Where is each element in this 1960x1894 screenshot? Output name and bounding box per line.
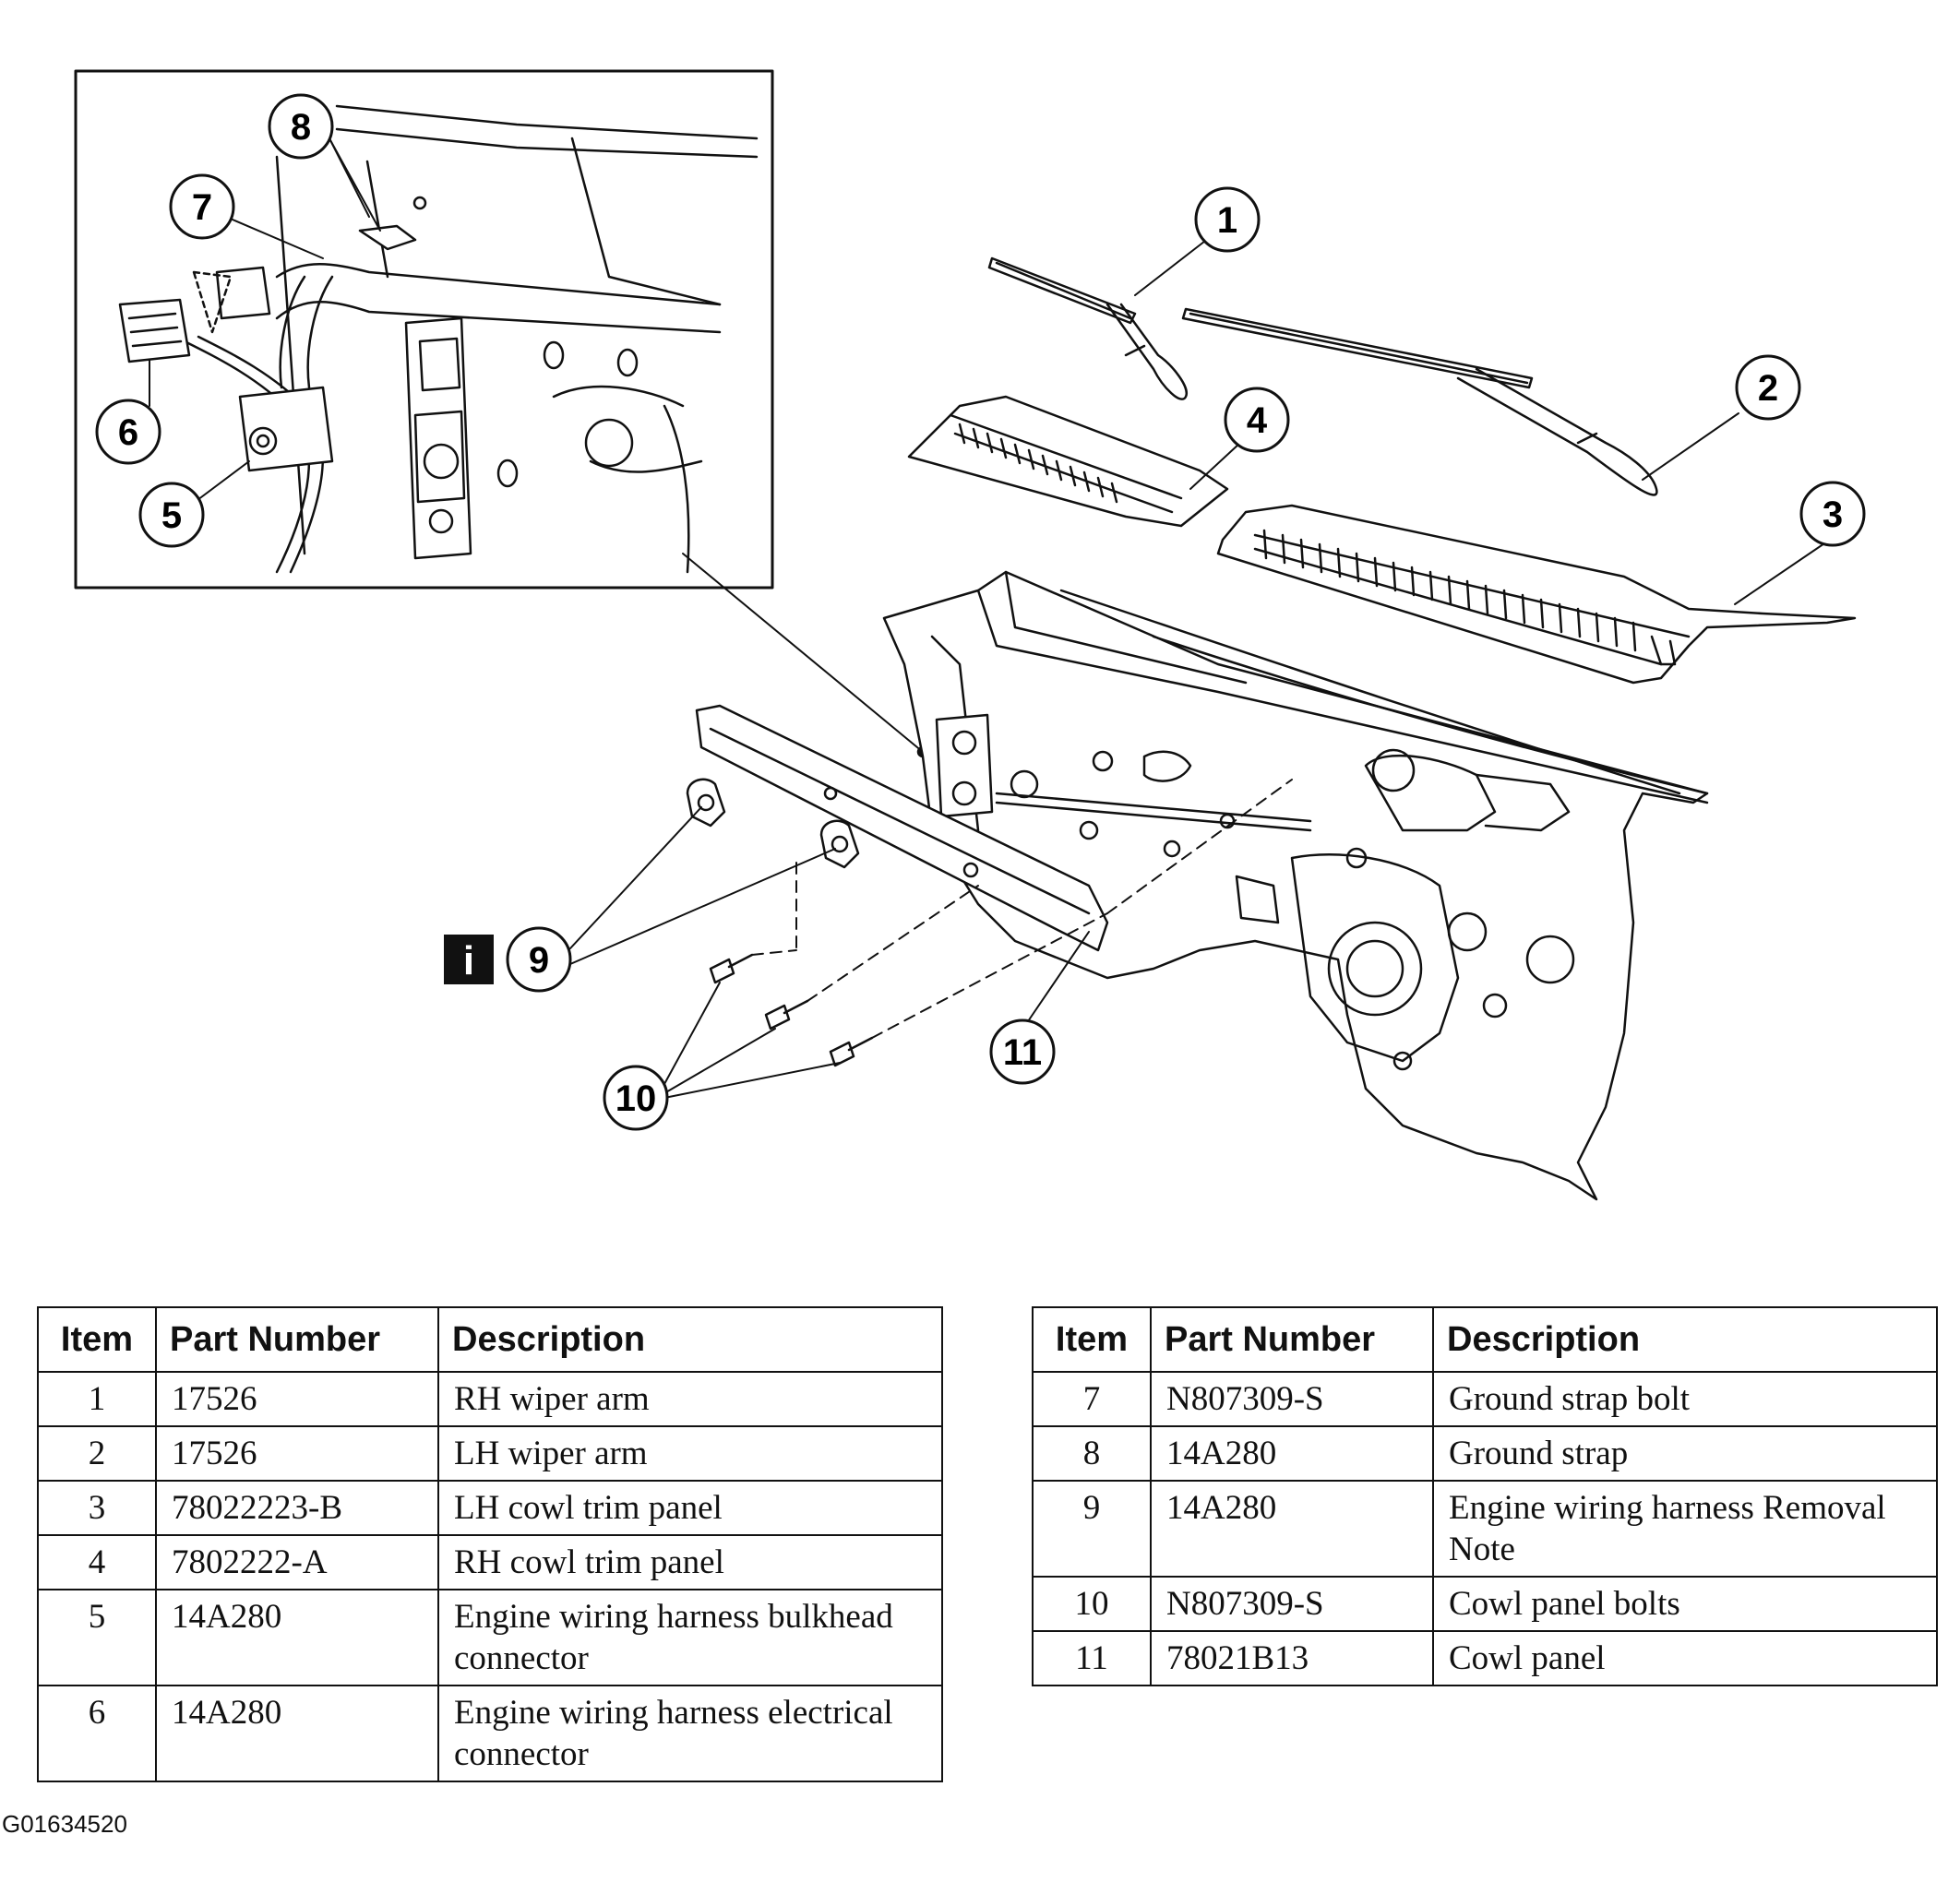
cell-description: LH cowl trim panel xyxy=(437,1480,943,1536)
cell-description: LH wiper arm xyxy=(437,1425,943,1482)
callout-label: 5 xyxy=(161,495,182,536)
header-part-number: Part Number xyxy=(155,1306,439,1373)
cell-item: 10 xyxy=(1032,1576,1152,1632)
cell-part-number: 14A280 xyxy=(1150,1480,1434,1578)
cell-part-number: 17526 xyxy=(155,1425,439,1482)
cell-part-number: 17526 xyxy=(155,1371,439,1427)
cell-description: RH cowl trim panel xyxy=(437,1534,943,1590)
header-description: Description xyxy=(1432,1306,1938,1373)
lh-cowl-trim-panel-drawing xyxy=(1216,504,1857,685)
callout-label: 6 xyxy=(118,412,138,453)
header-part-number: Part Number xyxy=(1150,1306,1434,1373)
cell-part-number: 78022223-B xyxy=(155,1480,439,1536)
callout-label: 11 xyxy=(1003,1032,1042,1073)
cell-item: 8 xyxy=(1032,1425,1152,1482)
cell-part-number: N807309-S xyxy=(1150,1371,1434,1427)
table-row: 7 N807309-S Ground strap bolt xyxy=(1032,1371,1938,1427)
callout-1: 1 xyxy=(1194,186,1261,253)
inset-detail-view xyxy=(74,69,774,590)
callout-label: 7 xyxy=(192,187,212,228)
callout-4: 4 xyxy=(1224,387,1290,453)
table-row: 9 14A280 Engine wiring harness Removal N… xyxy=(1032,1480,1938,1578)
table-header-row: Item Part Number Description xyxy=(1032,1306,1938,1373)
callout-label: 2 xyxy=(1758,368,1778,409)
cell-part-number: 78021B13 xyxy=(1150,1630,1434,1686)
cell-item: 4 xyxy=(37,1534,157,1590)
rh-wiper-arm-drawing xyxy=(987,256,1188,400)
cell-item: 9 xyxy=(1032,1480,1152,1578)
callout-label: 8 xyxy=(291,107,311,148)
header-description: Description xyxy=(437,1306,943,1373)
cell-item: 1 xyxy=(37,1371,157,1427)
table-row: 6 14A280 Engine wiring harness electrica… xyxy=(37,1685,943,1782)
table-row: 5 14A280 Engine wiring harness bulkhead … xyxy=(37,1589,943,1686)
table-row: 3 78022223-B LH cowl trim panel xyxy=(37,1480,943,1536)
cell-description: Cowl panel xyxy=(1432,1630,1938,1686)
callout-7: 7 xyxy=(169,173,235,240)
table-row: 10 N807309-S Cowl panel bolts xyxy=(1032,1576,1938,1632)
cowl-panel-bolts-drawing xyxy=(709,953,874,1067)
table-row: 8 14A280 Ground strap xyxy=(1032,1425,1938,1482)
cell-part-number: N807309-S xyxy=(1150,1576,1434,1632)
cell-description: Cowl panel bolts xyxy=(1432,1576,1938,1632)
harness-clips-drawing xyxy=(686,778,860,869)
table-row: 2 17526 LH wiper arm xyxy=(37,1425,943,1482)
lh-wiper-arm-drawing xyxy=(1181,307,1658,496)
callout-label: 4 xyxy=(1247,400,1268,441)
cell-part-number: 14A280 xyxy=(155,1685,439,1782)
callout-10: 10 xyxy=(603,1065,669,1131)
cell-item: 11 xyxy=(1032,1630,1152,1686)
header-item: Item xyxy=(1032,1306,1152,1373)
rh-cowl-trim-panel-drawing xyxy=(907,395,1229,528)
cell-description: Engine wiring harness bulkhead connector xyxy=(437,1589,943,1686)
parts-table-left: Item Part Number Description 1 17526 RH … xyxy=(37,1306,943,1782)
callout-6: 6 xyxy=(95,399,161,465)
table-row: 1 17526 RH wiper arm xyxy=(37,1371,943,1427)
callout-8: 8 xyxy=(268,93,334,160)
cell-description: RH wiper arm xyxy=(437,1371,943,1427)
cell-description: Ground strap bolt xyxy=(1432,1371,1938,1427)
header-item: Item xyxy=(37,1306,157,1373)
callout-11: 11 xyxy=(989,1018,1056,1085)
callout-label: 1 xyxy=(1217,200,1237,241)
cell-item: 2 xyxy=(37,1425,157,1482)
exploded-diagram: 1 2 3 4 5 6 7 8 9 10 11 i xyxy=(74,69,1866,1201)
cell-item: 7 xyxy=(1032,1371,1152,1427)
callout-label: 10 xyxy=(615,1078,657,1119)
cell-description: Engine wiring harness electrical connect… xyxy=(437,1685,943,1782)
cell-item: 6 xyxy=(37,1685,157,1782)
info-icon[interactable]: i xyxy=(444,935,494,984)
info-icon-label: i xyxy=(463,938,474,983)
cell-part-number: 14A280 xyxy=(155,1589,439,1686)
table-row: 4 7802222-A RH cowl trim panel xyxy=(37,1534,943,1590)
callout-5: 5 xyxy=(138,482,205,548)
cell-item: 3 xyxy=(37,1480,157,1536)
cell-part-number: 14A280 xyxy=(1150,1425,1434,1482)
figure-id: G01634520 xyxy=(2,1810,127,1838)
callout-3: 3 xyxy=(1799,481,1866,547)
callout-9: 9 xyxy=(506,926,572,993)
callout-label: 3 xyxy=(1823,494,1843,535)
cell-part-number: 7802222-A xyxy=(155,1534,439,1590)
cell-description: Ground strap xyxy=(1432,1425,1938,1482)
callout-label: 9 xyxy=(529,940,549,981)
cell-item: 5 xyxy=(37,1589,157,1686)
parts-table-right: Item Part Number Description 7 N807309-S… xyxy=(1032,1306,1938,1686)
cell-description: Engine wiring harness Removal Note xyxy=(1432,1480,1938,1578)
table-header-row: Item Part Number Description xyxy=(37,1306,943,1373)
callout-2: 2 xyxy=(1735,354,1801,421)
table-row: 11 78021B13 Cowl panel xyxy=(1032,1630,1938,1686)
cowl-panel-drawing xyxy=(695,570,1709,1201)
